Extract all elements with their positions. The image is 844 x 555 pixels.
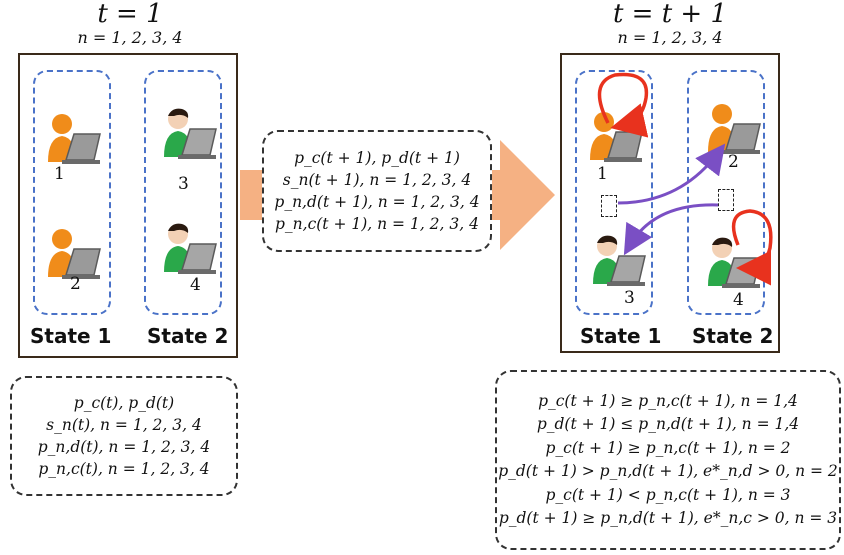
bottom-right-line-3: p_c(t + 1) ≥ p_n,c(t + 1), n = 2 xyxy=(545,438,791,457)
left-time-label: t = 1 xyxy=(97,0,163,29)
left-user-2-label: 2 xyxy=(70,274,81,294)
bottom-left-parameter-box: p_c(t), p_d(t) s_n(t), n = 1, 2, 3, 4 p_… xyxy=(10,376,238,496)
left-state-frame xyxy=(18,53,238,358)
bottom-right-line-5: p_c(t + 1) < p_n,c(t + 1), n = 3 xyxy=(545,485,791,504)
middle-line-4: p_n,c(t + 1), n = 1, 2, 3, 4 xyxy=(275,215,479,233)
middle-line-3: p_n,d(t + 1), n = 1, 2, 3, 4 xyxy=(274,193,480,211)
right-time-title: t = t + 1 n = 1, 2, 3, 4 xyxy=(560,0,780,48)
right-state2-column xyxy=(687,70,765,315)
right-transition-square-1 xyxy=(601,195,617,217)
right-user-4-label: 4 xyxy=(733,290,744,310)
left-state1-label: State 1 xyxy=(30,324,112,348)
self-loop-arrow-user-4 xyxy=(731,209,773,286)
left-user-1-label: 1 xyxy=(54,164,65,184)
right-user-2-label: 2 xyxy=(728,152,739,172)
left-time-title: t = 1 n = 1, 2, 3, 4 xyxy=(20,0,240,48)
bottom-left-line-4: p_n,c(t), n = 1, 2, 3, 4 xyxy=(38,460,210,478)
right-user-3-label: 3 xyxy=(624,288,635,308)
bottom-left-line-2: s_n(t), n = 1, 2, 3, 4 xyxy=(46,416,202,434)
right-transition-square-2 xyxy=(718,189,734,211)
left-user-3-label: 3 xyxy=(178,174,189,194)
right-transition-arrows xyxy=(597,72,773,286)
right-n-label: n = 1, 2, 3, 4 xyxy=(617,28,723,47)
green-user-laptop-icon xyxy=(158,105,218,165)
bottom-left-line-3: p_n,d(t), n = 1, 2, 3, 4 xyxy=(37,438,211,456)
bottom-right-condition-box: p_c(t + 1) ≥ p_n,c(t + 1), n = 1,4 p_d(t… xyxy=(495,370,841,550)
left-user-4-label: 4 xyxy=(190,275,201,295)
middle-parameter-box: p_c(t + 1), p_d(t + 1) s_n(t + 1), n = 1… xyxy=(262,130,492,252)
left-state1-column xyxy=(33,70,111,315)
right-time-label: t = t + 1 xyxy=(612,0,728,29)
self-loop-arrow-user-1 xyxy=(597,72,649,138)
bottom-right-line-2: p_d(t + 1) ≤ p_n,d(t + 1), n = 1,4 xyxy=(536,415,800,433)
right-state1-label: State 1 xyxy=(580,324,662,348)
right-state1-column xyxy=(575,70,653,315)
middle-line-1: p_c(t + 1), p_d(t + 1) xyxy=(294,149,460,167)
move-arrow-user-3-to-state-1 xyxy=(623,203,719,256)
left-n-label: n = 1, 2, 3, 4 xyxy=(77,28,183,47)
right-state2-label: State 2 xyxy=(692,324,774,348)
right-state-frame xyxy=(560,53,780,353)
left-state2-label: State 2 xyxy=(147,324,229,348)
green-user-laptop-icon xyxy=(158,220,218,280)
bottom-right-line-1: p_c(t + 1) ≥ p_n,c(t + 1), n = 1,4 xyxy=(538,391,798,410)
bottom-left-line-1: p_c(t), p_d(t) xyxy=(73,394,175,412)
left-state2-column xyxy=(144,70,222,315)
move-arrow-user-1-to-state-2 xyxy=(617,143,726,205)
bottom-right-line-4: p_d(t + 1) > p_n,d(t + 1), e*_n,d > 0, n… xyxy=(498,462,838,480)
orange-user-laptop-icon xyxy=(42,110,102,170)
bottom-right-line-6: p_d(t + 1) ≥ p_n,d(t + 1), e*_n,c > 0, n… xyxy=(498,509,838,527)
middle-line-2: s_n(t + 1), n = 1, 2, 3, 4 xyxy=(282,171,472,189)
right-user-1-label: 1 xyxy=(597,164,608,184)
